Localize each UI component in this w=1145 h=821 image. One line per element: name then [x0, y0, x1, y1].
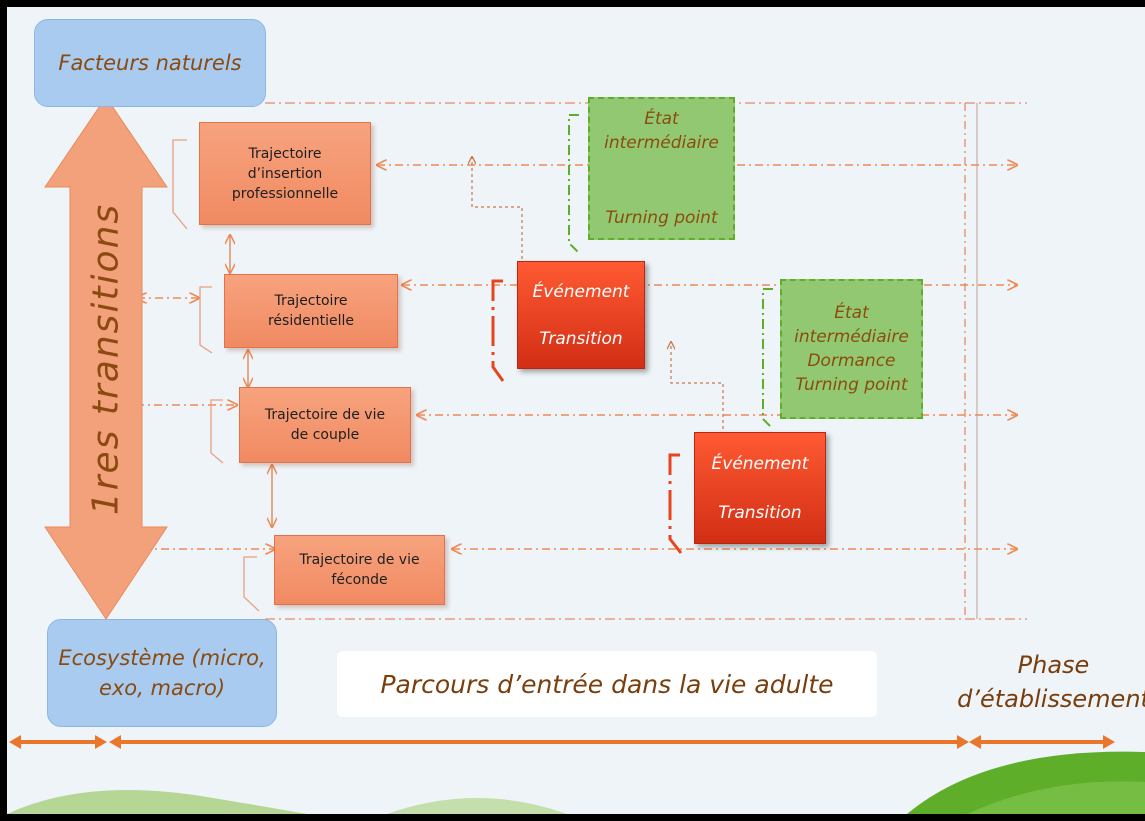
trajectory-vie-feconde: Trajectoire de vie féconde	[274, 535, 445, 605]
phase-line1: Phase	[1017, 651, 1090, 679]
etat-intermediaire-1: État intermédiaire Turning point	[588, 97, 735, 240]
parcours-label: Parcours d’entrée dans la vie adulte	[380, 669, 834, 699]
event-line1: Événement	[711, 453, 809, 474]
parcours-banner: Parcours d’entrée dans la vie adulte	[337, 651, 877, 717]
state-line1: État	[834, 303, 869, 323]
facteurs-naturels-box: Facteurs naturels	[34, 19, 266, 107]
ecosysteme-box: Ecosystème (micro, exo, macro)	[47, 619, 277, 727]
transitions-label: 1res transitions	[85, 202, 127, 516]
state-line1: État	[644, 109, 679, 129]
trajectory-insertion-professionnelle: Trajectoire d’insertion professionnelle	[199, 122, 371, 225]
phase-line2: d’établissement	[957, 685, 1145, 713]
state-line2: intermédiaire	[794, 327, 909, 347]
trajectory-label: Trajectoire de vie féconde	[299, 552, 420, 588]
event-brackets	[491, 279, 683, 554]
state-line3: Turning point	[605, 208, 718, 228]
state-line3: Dormance	[807, 351, 896, 371]
vertical-links	[230, 235, 272, 527]
decorative-hills	[7, 751, 1145, 814]
timeline	[9, 735, 1115, 749]
trajectory-residentielle: Trajectoire résidentielle	[224, 274, 398, 348]
etat-intermediaire-2: État intermédiaire Dormance Turning poin…	[780, 279, 923, 419]
phase-etablissement: Phase d’établissement	[957, 645, 1145, 719]
diagram-canvas: Facteurs naturels Ecosystème (micro, exo…	[7, 7, 1145, 814]
ecosysteme-label: Ecosystème (micro, exo, macro)	[58, 646, 266, 700]
trajectory-vie-de-couple: Trajectoire de vie de couple	[239, 387, 411, 463]
trajectory-label: Trajectoire de vie de couple	[264, 407, 386, 443]
evenement-transition-1: Événement Transition	[517, 261, 645, 369]
trajectory-label: Trajectoire résidentielle	[267, 293, 354, 329]
state-brackets	[568, 114, 773, 428]
state-line4: Turning point	[795, 375, 908, 395]
trajectory-brackets	[172, 139, 260, 612]
evenement-transition-2: Événement Transition	[694, 432, 826, 544]
trajectory-label: Trajectoire d’insertion professionnelle	[231, 145, 339, 202]
event-line1: Événement	[532, 281, 630, 302]
event-line2: Transition	[718, 502, 802, 523]
state-line2: intermédiaire	[604, 133, 719, 153]
feedback-paths	[472, 157, 724, 435]
event-line2: Transition	[539, 328, 623, 349]
facteurs-naturels-label: Facteurs naturels	[58, 51, 242, 75]
